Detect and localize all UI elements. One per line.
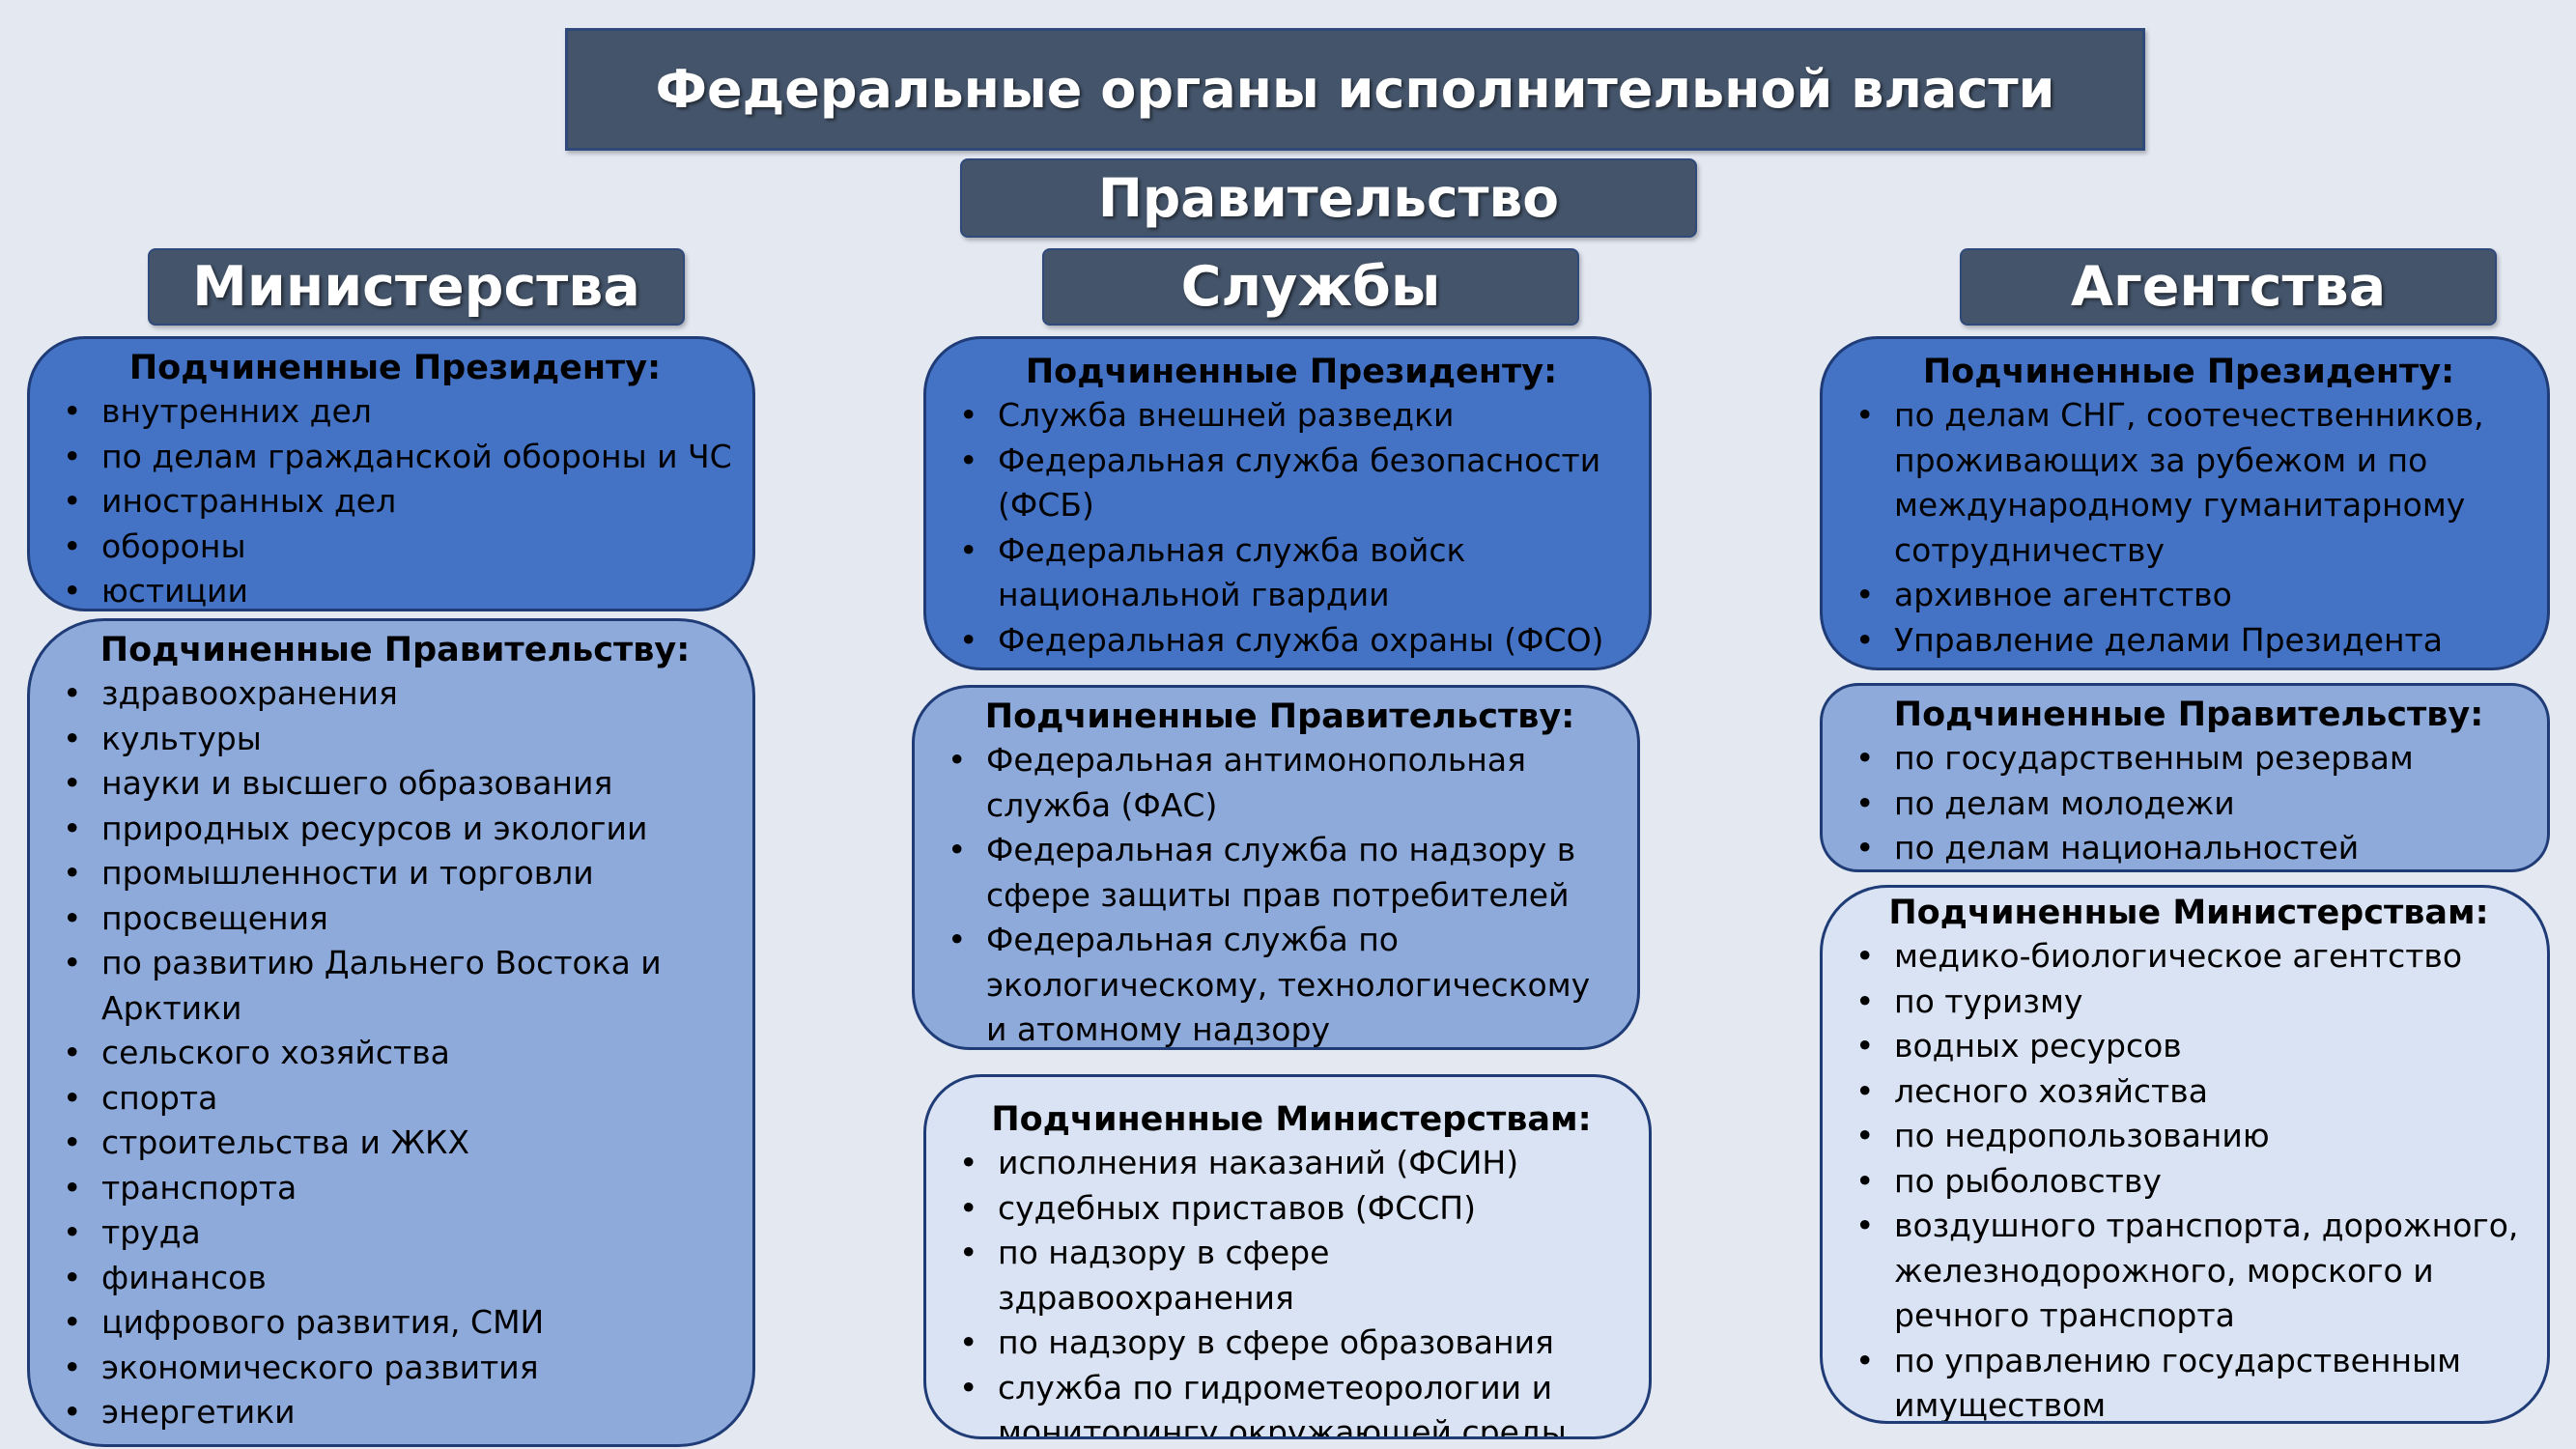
list-item: Федеральная служба по экологическому, те… <box>942 918 1618 1047</box>
list-item: по туризму <box>1850 980 2528 1025</box>
list-item: здравоохранения <box>57 671 733 717</box>
box-heading: Подчиненные Президенту: <box>1922 353 2455 391</box>
item-list: Федеральная антимонопольная служба (ФАС)… <box>942 738 1618 1047</box>
list-item: по надзору в сфере образования <box>953 1321 1629 1366</box>
list-item: транспорта <box>57 1166 733 1211</box>
government-header: Правительство <box>960 158 1697 238</box>
list-item: экономического развития <box>57 1346 733 1391</box>
list-item: воздушного транспорта, дорожного, железн… <box>1850 1204 2528 1339</box>
list-item: служба по гидрометеорологии и мониторинг… <box>953 1366 1629 1437</box>
agencies-government-box: Подчиненные Правительству: по государств… <box>1820 683 2550 872</box>
services-ministries-box: Подчиненные Министерствам: исполнения на… <box>923 1074 1652 1439</box>
item-list: Служба внешней разведкиФедеральная служб… <box>953 393 1629 663</box>
agencies-ministries-box: Подчиненные Министерствам: медико-биолог… <box>1820 885 2550 1424</box>
list-item: по государственным резервам <box>1850 736 2528 781</box>
list-item: по рыболовству <box>1850 1159 2528 1205</box>
list-item: юстиции <box>57 569 733 609</box>
list-item: просвещения <box>57 896 733 942</box>
agencies-president-box: Подчиненные Президенту: по делам СНГ, со… <box>1820 336 2550 670</box>
list-item: по развитию Дальнего Востока и Арктики <box>57 941 733 1031</box>
box-heading: Подчиненные Президенту: <box>128 349 662 387</box>
list-item: Служба внешней разведки <box>953 393 1629 439</box>
list-item: сельского хозяйства <box>57 1031 733 1076</box>
list-item: Федеральная антимонопольная служба (ФАС) <box>942 738 1618 828</box>
list-item: по управлению государственным имуществом <box>1850 1339 2528 1422</box>
list-item: по надзору в сфере здравоохранения <box>953 1231 1629 1321</box>
ministries-president-box: Подчиненные Президенту: внутренних делпо… <box>27 336 755 611</box>
agencies-header: Агентства <box>1960 248 2497 326</box>
list-item: Управление делами Президента <box>1850 618 2528 664</box>
list-item: науки и высшего образования <box>57 761 733 807</box>
ministries-header: Министерства <box>148 248 685 326</box>
list-item: водных ресурсов <box>1850 1024 2528 1069</box>
box-heading: Подчиненные Президенту: <box>1025 353 1558 391</box>
services-president-box: Подчиненные Президенту: Служба внешней р… <box>923 336 1652 670</box>
services-government-box: Подчиненные Правительству: Федеральная а… <box>912 685 1640 1050</box>
list-item: внутренних дел <box>57 389 733 435</box>
list-item: по недропользованию <box>1850 1114 2528 1159</box>
list-item: Федеральная служба безопасности (ФСБ) <box>953 439 1629 528</box>
box-heading: Подчиненные Министерствам: <box>991 1100 1592 1139</box>
list-item: исполнения наказаний (ФСИН) <box>953 1141 1629 1186</box>
list-item: спорта <box>57 1076 733 1122</box>
list-item: цифрового развития, СМИ <box>57 1300 733 1346</box>
list-item: Федеральная служба по надзору в сфере за… <box>942 828 1618 918</box>
list-item: Федеральная служба охраны (ФСО) <box>953 618 1629 664</box>
item-list: по государственным резервампо делам моло… <box>1850 736 2528 869</box>
box-heading: Подчиненные Правительству: <box>984 697 1575 736</box>
list-item: строительства и ЖКХ <box>57 1121 733 1166</box>
item-list: по делам СНГ, соотечественников, прожива… <box>1850 393 2528 663</box>
list-item: по делам СНГ, соотечественников, прожива… <box>1850 393 2528 573</box>
box-heading: Подчиненные Правительству: <box>99 631 691 669</box>
list-item: промышленности и торговли <box>57 851 733 896</box>
services-header: Службы <box>1042 248 1579 326</box>
item-list: исполнения наказаний (ФСИН)судебных прис… <box>953 1141 1629 1437</box>
list-item: по делам гражданской обороны и ЧС <box>57 435 733 480</box>
list-item: культуры <box>57 717 733 762</box>
ministries-government-box: Подчиненные Правительству: здравоохранен… <box>27 618 755 1447</box>
list-item: труда <box>57 1210 733 1256</box>
list-item: медико-биологическое агентство <box>1850 934 2528 980</box>
item-list: медико-биологическое агентствопо туризму… <box>1850 934 2528 1422</box>
list-item: Федеральная служба войск национальной гв… <box>953 528 1629 618</box>
box-heading: Подчиненные Министерствам: <box>1888 894 2489 932</box>
item-list: внутренних делпо делам гражданской оборо… <box>57 389 733 609</box>
list-item: иностранных дел <box>57 479 733 525</box>
item-list: здравоохранениякультурынауки и высшего о… <box>57 671 733 1435</box>
list-item: финансов <box>57 1256 733 1301</box>
list-item: по делам молодежи <box>1850 781 2528 827</box>
page-title: Федеральные органы исполнительной власти <box>565 28 2145 151</box>
list-item: энергетики <box>57 1390 733 1435</box>
list-item: по делам национальностей <box>1850 826 2528 869</box>
list-item: архивное агентство <box>1850 573 2528 618</box>
list-item: судебных приставов (ФССП) <box>953 1186 1629 1232</box>
list-item: природных ресурсов и экологии <box>57 807 733 852</box>
box-heading: Подчиненные Правительству: <box>1893 696 2484 734</box>
list-item: обороны <box>57 525 733 570</box>
list-item: лесного хозяйства <box>1850 1069 2528 1115</box>
